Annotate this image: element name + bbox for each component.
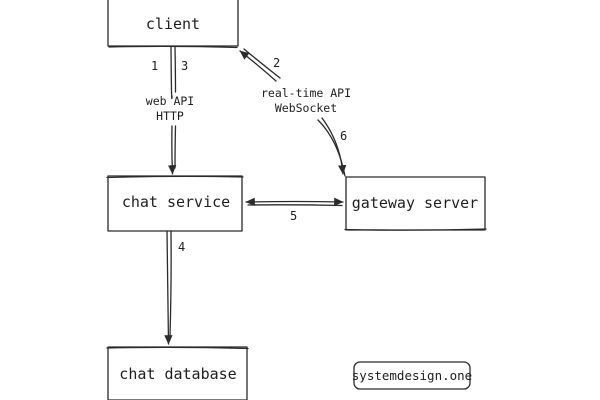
watermark-box bbox=[353, 361, 471, 390]
edge-chat-db-step-4: 4 bbox=[178, 240, 185, 254]
edge-gateway-client-label-line2: WebSocket bbox=[275, 101, 337, 115]
edge-client-chat-upper-line-a bbox=[170, 46, 173, 100]
client-label: client bbox=[146, 15, 200, 33]
edge-gateway-client-step-6: 6 bbox=[340, 129, 347, 143]
edge-client-chat-step-3: 3 bbox=[181, 59, 188, 73]
client-box-sketch-line bbox=[108, 45, 238, 49]
edge-gateway-client-upper-arrow bbox=[239, 50, 277, 82]
gateway-server-node: gateway server bbox=[344, 176, 487, 231]
edge-gateway-client-step-2: 2 bbox=[273, 56, 280, 70]
edge-chat-gateway-step-5: 5 bbox=[290, 209, 297, 223]
edge-chat-db-line-b bbox=[169, 230, 172, 337]
gateway-server-box-sketch-line bbox=[344, 228, 487, 231]
edge-gateway-client-label-line1: real-time API bbox=[261, 86, 351, 100]
edge-gateway-client-upper-line-b bbox=[243, 48, 281, 79]
edge-client-chat-label-line2: HTTP bbox=[156, 109, 184, 123]
edge-chat-service-gateway: 5 bbox=[245, 197, 344, 223]
edge-gateway-client: 2 6 real-time API WebSocket bbox=[239, 48, 351, 177]
watermark-label: systemdesign.one bbox=[352, 368, 472, 383]
edge-client-chat-service: 1 3 web API HTTP bbox=[146, 46, 194, 175]
edge-client-chat-arrow bbox=[167, 125, 177, 175]
edge-gateway-client-lower-arrow bbox=[321, 117, 347, 175]
gateway-server-label: gateway server bbox=[352, 194, 478, 212]
chat-service-box-sketch-line bbox=[106, 175, 244, 179]
edge-client-chat-step-1: 1 bbox=[151, 59, 158, 73]
edge-chat-db-arrow bbox=[164, 230, 173, 345]
edge-chat-service-database: 4 bbox=[164, 230, 185, 345]
chat-service-label: chat service bbox=[122, 193, 230, 211]
chat-database-label: chat database bbox=[119, 365, 236, 383]
edge-client-chat-label-line1: web API bbox=[146, 94, 194, 108]
edge-client-chat-upper-line-b bbox=[174, 46, 177, 93]
client-node: client bbox=[107, 0, 239, 49]
chat-service-node: chat service bbox=[106, 175, 244, 232]
chat-database-node: chat database bbox=[106, 346, 249, 400]
edge-chat-gateway-line-b bbox=[247, 204, 343, 207]
chat-database-box-sketch-line bbox=[106, 346, 249, 350]
edge-client-chat-lower-line-b bbox=[174, 125, 177, 169]
edge-chat-gateway-arrow bbox=[245, 197, 344, 206]
watermark: systemdesign.one bbox=[352, 361, 472, 390]
